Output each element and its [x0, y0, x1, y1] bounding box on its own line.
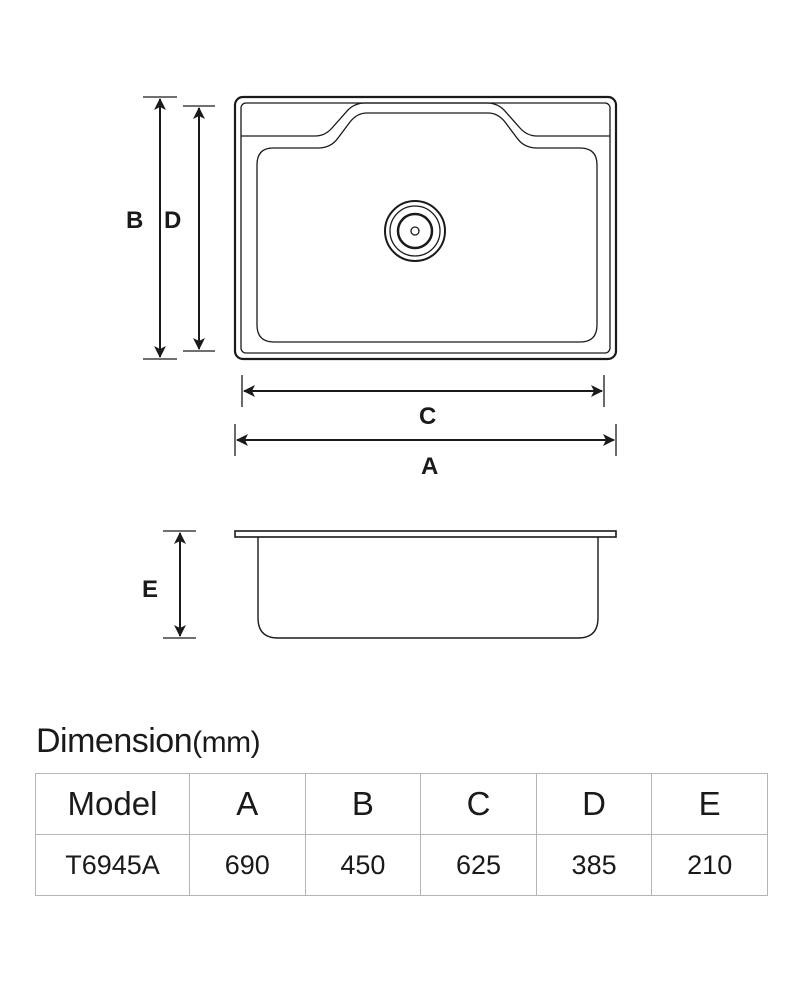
table-header-row: Model A B C D E: [35, 773, 768, 835]
dimension-unit: (mm): [192, 726, 261, 759]
drain-icon: [384, 200, 446, 262]
cell-e: 210: [651, 834, 768, 896]
label-c: C: [419, 403, 436, 430]
header-c: C: [420, 773, 537, 835]
sink-top-view: [233, 95, 618, 361]
sink-inner-rim: [240, 102, 611, 354]
header-d: D: [535, 773, 653, 835]
cell-b: 450: [304, 834, 422, 896]
sink-back-ledge: [241, 102, 610, 137]
dimension-title-text: Dimension: [36, 722, 193, 760]
header-b: B: [304, 773, 422, 835]
dimension-lines-top: [143, 96, 617, 456]
header-e: E: [651, 773, 768, 835]
table-row: T6945A 690 450 625 385 210: [35, 834, 768, 896]
label-d: D: [164, 207, 181, 234]
sink-side-rim: [234, 530, 617, 538]
dimension-lines-side: [163, 530, 196, 639]
sink-dimension-diagram: B D C A E: [126, 95, 618, 639]
sink-side-bowl: [257, 537, 599, 639]
sink-outer-rim: [233, 95, 618, 361]
header-model: Model: [35, 773, 190, 835]
label-a: A: [421, 453, 438, 480]
label-e: E: [142, 576, 158, 603]
cell-c: 625: [420, 834, 537, 896]
header-a: A: [189, 773, 306, 835]
cell-model: T6945A: [35, 834, 190, 896]
cell-a: 690: [189, 834, 306, 896]
dimension-title: Dimension(mm): [36, 722, 261, 761]
dimension-table: Model A B C D E T6945A 690 450 625 385 2…: [35, 773, 768, 896]
label-b: B: [126, 207, 143, 234]
sink-bowl-outline: [256, 112, 598, 343]
cell-d: 385: [535, 834, 653, 896]
sink-side-view: [234, 530, 617, 639]
